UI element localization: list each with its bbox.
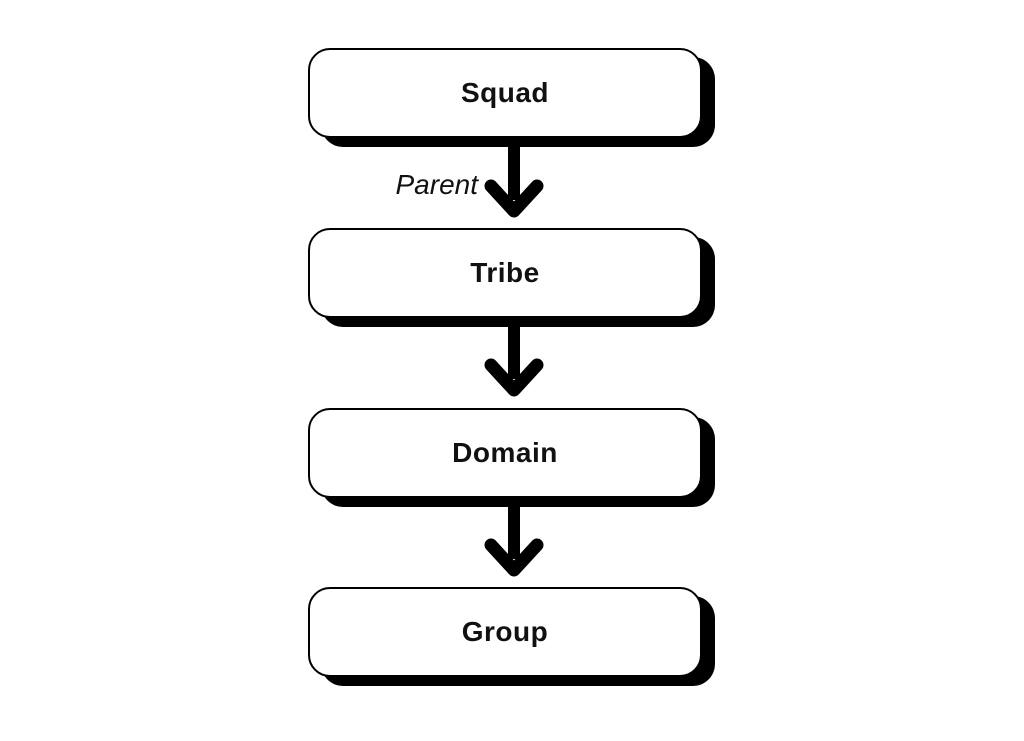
arrow-down-icon xyxy=(484,138,544,218)
arrow-down-icon xyxy=(484,317,544,397)
node-group: Group xyxy=(308,587,702,677)
node-tribe: Tribe xyxy=(308,228,702,318)
node-domain: Domain xyxy=(308,408,702,498)
node-squad: Squad xyxy=(308,48,702,138)
edge-label-parent: Parent xyxy=(395,169,479,200)
node-domain-label: Domain xyxy=(452,437,558,468)
node-squad-label: Squad xyxy=(460,77,550,108)
node-tribe-label: Tribe xyxy=(470,257,540,288)
arrow-down-icon xyxy=(484,497,544,577)
node-group-label: Group xyxy=(461,616,549,647)
